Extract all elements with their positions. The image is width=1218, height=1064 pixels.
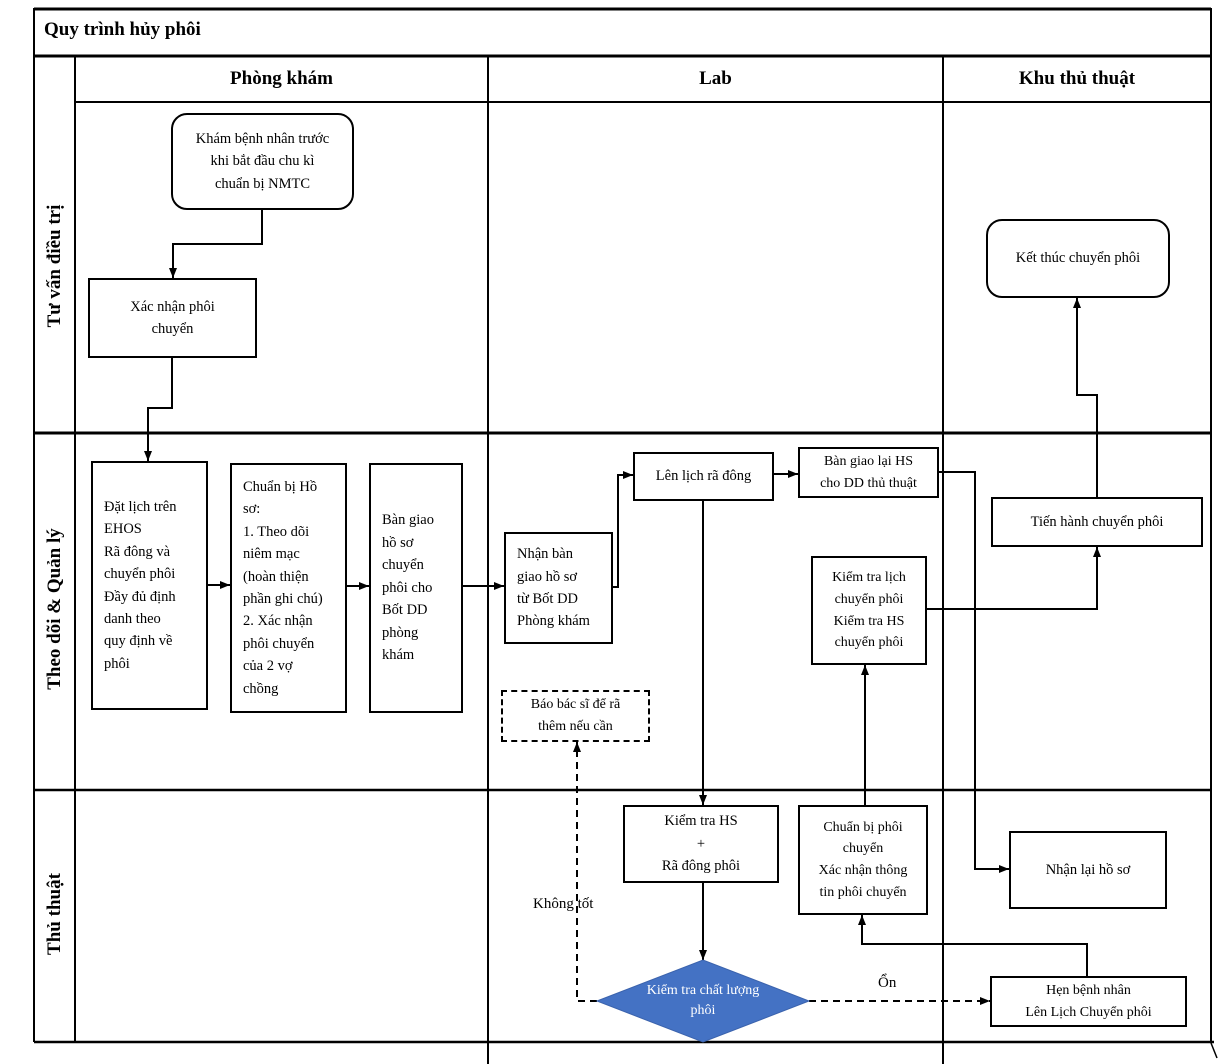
node-chuan-bi-phoi-chuyen-text: Chuẩn bị phôi chuyển Xác nhận thông tin … — [818, 819, 908, 900]
edge-label-khong-tot: Không tốt — [533, 896, 594, 912]
node-chuan-bi-ho-so-text: Chuẩn bị Hồ sơ: 1. Theo dõi niêm mạc (ho… — [243, 478, 323, 697]
node-chuan-bi-ho-so: Chuẩn bị Hồ sơ: 1. Theo dõi niêm mạc (ho… — [230, 463, 347, 713]
node-kiem-tra-hs-ra-dong-text: Kiểm tra HS + Rã đông phôi — [661, 813, 741, 875]
swimlane-grid — [33, 7, 1218, 1064]
lane-label-theo-doi-quan-ly: Theo dõi & Quản lý — [44, 528, 65, 690]
quality-check-diamond-label: Kiểm tra chất lượng phôi — [643, 962, 763, 1040]
corner-tick-mark — [1210, 1042, 1218, 1059]
edge-label-on: Ổn — [878, 975, 897, 991]
node-ban-giao-ho-so: Bàn giao hồ sơ chuyển phôi cho Bốt DD ph… — [369, 463, 463, 713]
node-ket-thuc-chuyen-phoi-text: Kết thúc chuyển phôi — [1015, 250, 1141, 267]
solid-connectors — [144, 210, 1101, 976]
lane-label-thu-thuat: Thủ thuật — [44, 873, 65, 955]
connector-tienhanh-to-ketthuc — [1073, 298, 1098, 497]
node-nhan-lai-ho-so-text: Nhận lại hồ sơ — [1045, 861, 1131, 878]
page-title: Quy trình hủy phôi — [44, 19, 201, 40]
dashed-connectors — [573, 742, 990, 1005]
node-xac-nhan-phoi-chuyen: Xác nhận phôi chuyển — [88, 278, 257, 358]
connector-nhanbangiao-to-lenlich — [613, 471, 633, 588]
column-header-clinic: Phòng khám — [230, 68, 333, 89]
column-header-procedure-area: Khu thủ thuật — [1018, 68, 1136, 89]
node-ban-giao-ho-so-text: Bàn giao hồ sơ chuyển phôi cho Bốt DD ph… — [382, 512, 434, 664]
node-chuan-bi-phoi-chuyen: Chuẩn bị phôi chuyển Xác nhận thông tin … — [798, 805, 928, 915]
node-ban-giao-lai-hs: Bàn giao lại HS cho DD thủ thuật — [798, 447, 939, 498]
node-bao-bac-si-ra-them-text: Báo bác sĩ để rã thêm nếu cần — [530, 697, 621, 734]
node-len-lich-ra-dong-text: Lên lịch rã đông — [655, 468, 752, 485]
node-hen-benh-nhan: Hẹn bệnh nhân Lên Lịch Chuyển phôi — [990, 976, 1187, 1027]
node-tien-hanh-chuyen-phoi-text: Tiến hành chuyển phôi — [1030, 513, 1164, 530]
node-nhan-ban-giao-ho-so: Nhận bàn giao hồ sơ từ Bốt DD Phòng khám — [504, 532, 613, 644]
column-header-lab: Lab — [699, 68, 732, 89]
connector-xacnhan-to-datlich — [144, 358, 173, 461]
node-bao-bac-si-ra-them: Báo bác sĩ để rã thêm nếu cần — [501, 690, 650, 742]
quality-check-diamond — [595, 959, 811, 1043]
node-tien-hanh-chuyen-phoi: Tiến hành chuyển phôi — [991, 497, 1203, 547]
connector-kham-to-xacnhan — [169, 210, 263, 278]
node-kham-benh-nhan-text: Khám bệnh nhân trước khi bắt đầu chu kì … — [195, 130, 330, 192]
node-kham-benh-nhan: Khám bệnh nhân trước khi bắt đầu chu kì … — [171, 113, 354, 210]
connector-diamond-khongtot-to-baobacsi — [573, 742, 597, 1002]
connector-kiemtralich-to-tienhanh — [927, 547, 1101, 610]
node-dat-lich-ehos: Đặt lịch trên EHOS Rã đông và chuyển phô… — [91, 461, 208, 710]
node-xac-nhan-phoi-chuyen-text: Xác nhận phôi chuyển — [130, 298, 215, 337]
connector-henbenhnhan-to-chuanbiphoi — [858, 915, 1088, 976]
node-hen-benh-nhan-text: Hẹn bệnh nhân Lên Lịch Chuyển phôi — [1025, 982, 1152, 1020]
node-kiem-tra-lich-chuyen-phoi: Kiểm tra lịch chuyển phôi Kiểm tra HS ch… — [811, 556, 927, 665]
node-len-lich-ra-dong: Lên lịch rã đông — [633, 452, 774, 501]
node-kiem-tra-lich-chuyen-phoi-text: Kiểm tra lịch chuyển phôi Kiểm tra HS ch… — [832, 570, 906, 651]
lane-label-tu-van-dieu-tri: Tư vấn điều trị — [44, 204, 65, 328]
quality-check-diamond-text: Kiểm tra chất lượng phôi — [646, 982, 760, 1018]
node-ban-giao-lai-hs-text: Bàn giao lại HS cho DD thủ thuật — [820, 453, 917, 491]
node-kiem-tra-hs-ra-dong: Kiểm tra HS + Rã đông phôi — [623, 805, 779, 883]
node-nhan-lai-ho-so: Nhận lại hồ sơ — [1009, 831, 1167, 909]
node-ket-thuc-chuyen-phoi: Kết thúc chuyển phôi — [986, 219, 1170, 298]
node-nhan-ban-giao-ho-so-text: Nhận bàn giao hồ sơ từ Bốt DD Phòng khám — [517, 546, 590, 630]
node-dat-lich-ehos-text: Đặt lịch trên EHOS Rã đông và chuyển phô… — [104, 498, 177, 672]
connector-bangiaolai-to-nhanlai — [939, 471, 1009, 873]
